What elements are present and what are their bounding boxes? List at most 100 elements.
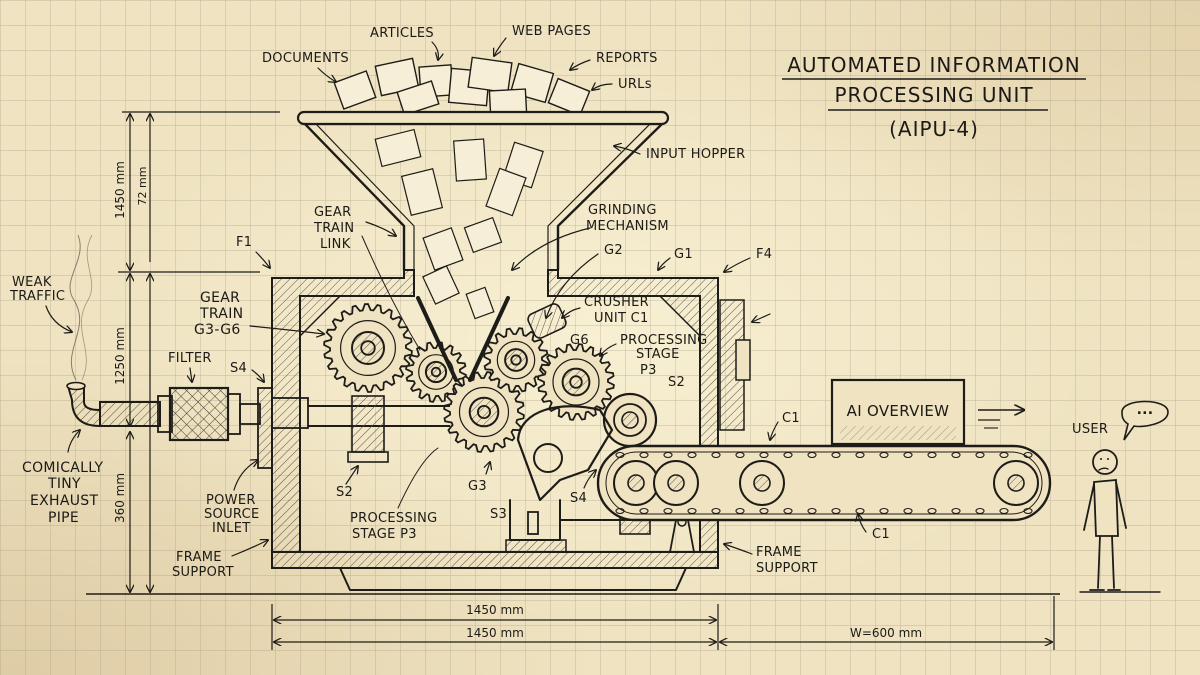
belt-link bbox=[687, 507, 697, 515]
label-frame-left-2: SUPPORT bbox=[172, 565, 234, 580]
belt-link bbox=[663, 451, 673, 459]
title-line-2: PROCESSING UNIT bbox=[834, 83, 1033, 107]
belt-link bbox=[927, 507, 937, 515]
dim-1450-a: 1450 mm bbox=[466, 603, 524, 617]
label-filter: FILTER bbox=[168, 351, 212, 366]
belt-link bbox=[735, 451, 745, 459]
dim-1450-b: 1450 mm bbox=[466, 626, 524, 640]
label-grinding: GRINDING bbox=[588, 203, 657, 218]
belt-link bbox=[951, 451, 961, 459]
label-exhaust-1: COMICALLY bbox=[22, 460, 103, 476]
belt-link bbox=[807, 451, 817, 459]
label-gear-train-2: TRAIN bbox=[199, 306, 243, 322]
belt-link bbox=[1023, 507, 1033, 515]
belt-link bbox=[927, 451, 937, 459]
gear-g3 bbox=[443, 371, 525, 453]
speech-bubble bbox=[1121, 400, 1169, 441]
dim-1450-vertical: 1450 mm bbox=[113, 161, 127, 219]
input-hopper bbox=[296, 56, 670, 320]
label-f1: F1 bbox=[236, 235, 252, 250]
label-urls: URLs bbox=[618, 77, 652, 92]
conveyor-roller bbox=[613, 460, 659, 506]
label-mechanism: MECHANISM bbox=[586, 219, 669, 234]
gear-g6 bbox=[537, 343, 615, 421]
belt-link bbox=[903, 507, 913, 515]
belt-link bbox=[951, 507, 961, 515]
belt-link bbox=[999, 451, 1009, 459]
label-s4-left: S4 bbox=[230, 361, 247, 376]
dimension-lines: 1450 mm 72 mm 1250 mm 360 mm 1450 mm 145… bbox=[86, 111, 1060, 650]
processing-roller bbox=[602, 392, 658, 448]
label-gear-train-1: GEAR bbox=[200, 290, 240, 306]
dim-width-600: W=600 mm bbox=[850, 626, 922, 640]
belt-link bbox=[879, 507, 889, 515]
paper-stack bbox=[333, 56, 591, 117]
belt-link bbox=[783, 507, 793, 515]
label-gear-train-3: G3-G6 bbox=[194, 322, 241, 338]
belt-link bbox=[687, 451, 697, 459]
label-frame-right-1: FRAME bbox=[756, 545, 802, 560]
conveyor-roller bbox=[739, 460, 785, 506]
belt-link bbox=[879, 451, 889, 459]
title-line-3: (AIPU-4) bbox=[889, 117, 979, 141]
belt-link bbox=[711, 507, 721, 515]
label-processing-stage-right-2: STAGE bbox=[636, 347, 680, 362]
belt-link bbox=[855, 451, 865, 459]
belt-link bbox=[615, 507, 625, 515]
label-gear-train-link-3: LINK bbox=[320, 237, 351, 252]
conveyor-roller bbox=[653, 460, 699, 506]
label-reports: REPORTS bbox=[596, 51, 658, 66]
belt-link bbox=[831, 451, 841, 459]
label-frame-right-2: SUPPORT bbox=[756, 561, 818, 576]
belt-link bbox=[975, 451, 985, 459]
crusher-unit bbox=[416, 296, 567, 382]
speech-text: ... bbox=[1137, 402, 1154, 418]
label-inlet: INLET bbox=[212, 521, 250, 536]
belt-link bbox=[759, 451, 769, 459]
label-processing-stage-right-3: P3 bbox=[640, 363, 657, 378]
belt-link bbox=[735, 507, 745, 515]
belt-link bbox=[615, 451, 625, 459]
dim-1250: 1250 mm bbox=[113, 327, 127, 385]
label-c1-bottom: C1 bbox=[872, 527, 890, 542]
label-g3: G3 bbox=[468, 479, 487, 494]
label-exhaust-2: TINY bbox=[47, 476, 81, 492]
label-processing-stage-bottom-1: PROCESSING bbox=[350, 511, 438, 526]
label-frame-left-1: FRAME bbox=[176, 550, 222, 565]
label-gear-train-link-2: TRAIN bbox=[313, 221, 354, 236]
belt-link bbox=[903, 451, 913, 459]
ai-overview-label: AI OVERVIEW bbox=[847, 402, 950, 420]
title-block: AUTOMATED INFORMATION PROCESSING UNIT (A… bbox=[782, 53, 1086, 141]
label-articles: ARTICLES bbox=[370, 26, 434, 41]
dim-360: 360 mm bbox=[113, 473, 127, 523]
label-weak: WEAK bbox=[12, 275, 52, 290]
gear-g5 bbox=[483, 327, 549, 393]
belt-link bbox=[975, 507, 985, 515]
belt-link bbox=[639, 507, 649, 515]
belt-link bbox=[759, 507, 769, 515]
machine-frame bbox=[271, 269, 751, 591]
label-s2-right: S2 bbox=[668, 375, 685, 390]
label-gear-train-link-1: GEAR bbox=[314, 205, 351, 220]
label-crusher: CRUSHER bbox=[584, 295, 649, 310]
label-unit-c1: UNIT C1 bbox=[594, 311, 649, 326]
gear-train bbox=[323, 303, 658, 453]
label-input-hopper: INPUT HOPPER bbox=[646, 147, 746, 162]
label-documents: DOCUMENTS bbox=[262, 51, 349, 66]
belt-link bbox=[711, 451, 721, 459]
gear-g3-large bbox=[323, 303, 413, 393]
label-f4: F4 bbox=[756, 247, 772, 262]
label-s3: S3 bbox=[490, 507, 507, 522]
label-power: POWER bbox=[206, 493, 256, 508]
filter-housing bbox=[168, 386, 230, 442]
label-traffic-text: TRAFFIC bbox=[9, 289, 65, 304]
dim-72: 72 mm bbox=[136, 167, 149, 206]
label-exhaust-4: PIPE bbox=[48, 510, 79, 526]
title-line-1: AUTOMATED INFORMATION bbox=[787, 53, 1080, 77]
label-c1-top: C1 bbox=[782, 411, 800, 426]
label-processing-stage-bottom-2: STAGE P3 bbox=[352, 527, 417, 542]
label-s4-bottom: S4 bbox=[570, 491, 587, 506]
label-processing-stage-right-1: PROCESSING bbox=[620, 333, 708, 348]
label-web-pages: WEB PAGES bbox=[512, 24, 591, 39]
